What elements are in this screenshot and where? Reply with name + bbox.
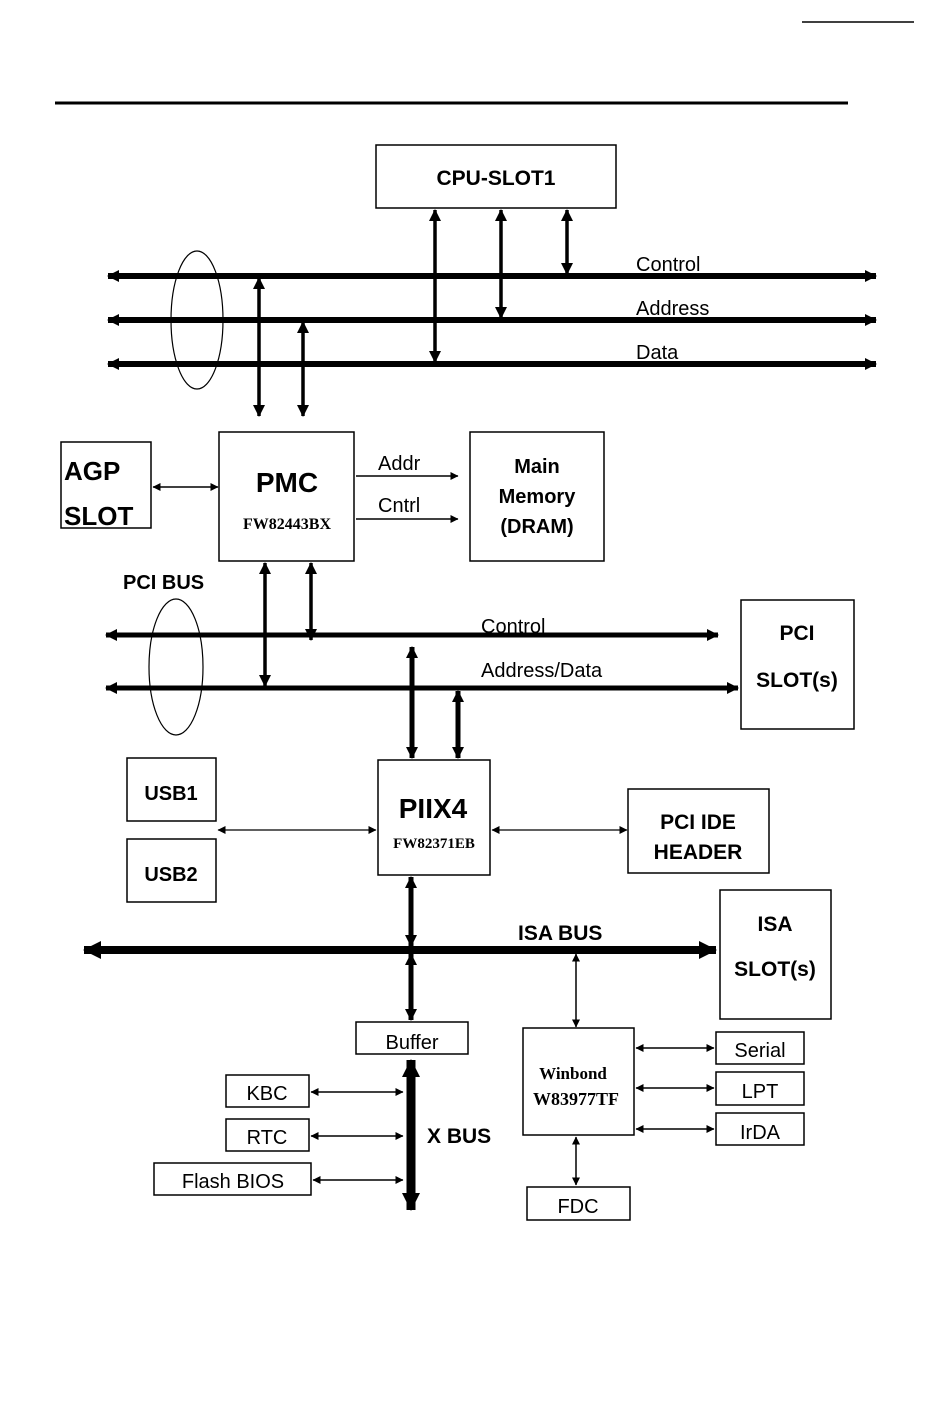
pci-slot-line1: PCI <box>779 622 814 645</box>
kbc-label: KBC <box>246 1083 287 1105</box>
cpu-slot-box: CPU-SLOT1 <box>376 145 616 208</box>
host-address-label: Address <box>636 298 709 320</box>
superio-line2: W83977TF <box>533 1089 619 1109</box>
flash-bios-box: Flash BIOS <box>154 1163 311 1195</box>
piix4-part: FW82371EB <box>393 836 475 852</box>
memory-line3: (DRAM) <box>500 516 573 538</box>
pci-control-label: Control <box>481 616 545 638</box>
main-memory-box: Main Memory (DRAM) <box>470 432 604 561</box>
pci-bus: Control Address/Data <box>106 599 738 735</box>
irda-box: IrDA <box>716 1113 804 1145</box>
pmc-box: PMC FW82443BX <box>219 432 354 561</box>
serial-label: Serial <box>734 1040 785 1062</box>
agp-line1: AGP <box>64 456 120 486</box>
addr-label: Addr <box>378 453 421 475</box>
agp-slot-box: AGP SLOT <box>61 442 151 531</box>
irda-label: IrDA <box>740 1122 781 1144</box>
piix4-name: PIIX4 <box>399 793 468 824</box>
fdc-box: FDC <box>527 1187 630 1220</box>
isa-slot-line1: ISA <box>757 913 792 936</box>
pci-slot-box: PCI SLOT(s) <box>741 600 854 729</box>
serial-box: Serial <box>716 1032 804 1064</box>
pci-ide-header-box: PCI IDE HEADER <box>628 789 769 873</box>
piix4-box: PIIX4 FW82371EB <box>378 760 490 875</box>
rtc-box: RTC <box>226 1119 309 1151</box>
fdc-label: FDC <box>557 1196 598 1218</box>
pci-bus-label: PCI BUS <box>123 572 204 594</box>
pci-ide-line1: PCI IDE <box>660 811 736 834</box>
cntrl-label: Cntrl <box>378 495 420 517</box>
pci-address-data-label: Address/Data <box>481 660 603 682</box>
pmc-name: PMC <box>256 467 318 498</box>
usb2-label: USB2 <box>144 864 197 886</box>
cpu-label: CPU-SLOT1 <box>436 167 555 190</box>
pci-ide-line2: HEADER <box>654 841 743 864</box>
x-bus-label: X BUS <box>427 1125 491 1148</box>
pci-bus-ellipse <box>149 599 203 735</box>
agp-line2: SLOT <box>64 501 133 531</box>
usb1-label: USB1 <box>144 783 197 805</box>
pci-slot-line2: SLOT(s) <box>756 669 838 692</box>
host-data-label: Data <box>636 342 679 364</box>
usb1-box: USB1 <box>127 758 216 821</box>
isa-slot-box: ISA SLOT(s) <box>720 890 831 1019</box>
buffer-label: Buffer <box>386 1032 439 1054</box>
superio-line1: Winbond <box>539 1064 607 1083</box>
host-control-label: Control <box>636 254 700 276</box>
lpt-box: LPT <box>716 1072 804 1105</box>
isa-slot-line2: SLOT(s) <box>734 958 816 981</box>
usb2-box: USB2 <box>127 839 216 902</box>
buffer-box: Buffer <box>356 1022 468 1054</box>
kbc-box: KBC <box>226 1075 309 1107</box>
superio-box: Winbond W83977TF <box>523 1028 634 1135</box>
lpt-label: LPT <box>742 1081 779 1103</box>
memory-line1: Main <box>514 456 560 478</box>
isa-bus-label: ISA BUS <box>518 922 602 945</box>
pmc-part: FW82443BX <box>243 516 331 533</box>
host-bus: Control Address Data <box>108 251 876 389</box>
memory-line2: Memory <box>499 486 577 508</box>
flash-bios-label: Flash BIOS <box>182 1171 284 1193</box>
rtc-label: RTC <box>247 1127 288 1149</box>
